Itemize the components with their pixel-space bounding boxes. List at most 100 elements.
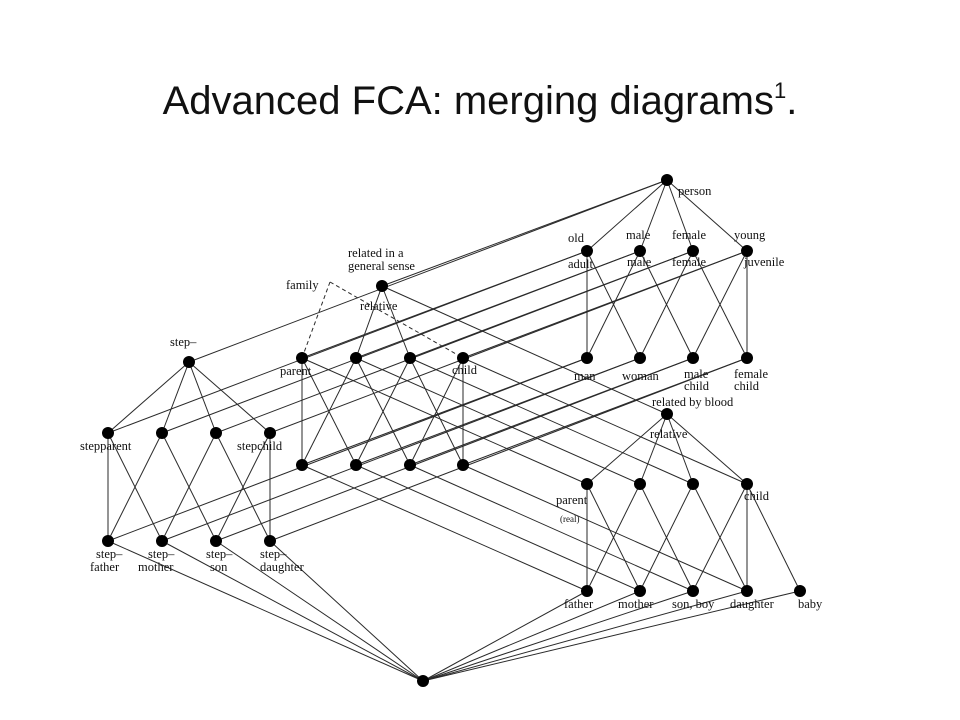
edge-p_female-p_woman <box>639 250 694 359</box>
node-rg_child <box>457 352 469 364</box>
label-male-top: male <box>626 228 651 242</box>
node-rb_daughter <box>741 585 753 597</box>
label-adult: adult <box>568 257 594 271</box>
label-baby: baby <box>798 597 823 611</box>
node-s_son <box>210 535 222 547</box>
edge-family-parent <box>301 281 331 359</box>
node-rg_parent <box>296 352 308 364</box>
edge-p_male-p_man <box>586 250 641 359</box>
edge-s_mother-bottom <box>161 540 424 682</box>
edge-top-p_male <box>639 179 668 252</box>
node-rb_2 <box>634 478 646 490</box>
edge-rb_son-bottom <box>422 590 694 682</box>
node-rg_l1 <box>296 459 308 471</box>
label-female-child-line1: female <box>734 367 768 381</box>
label-parent-real: parent <box>556 493 588 507</box>
lattice-labels: person old male female young adult male … <box>80 184 823 611</box>
label-male-child-line2: child <box>684 379 710 393</box>
edge-s_2-s_father <box>107 432 163 542</box>
label-juvenile: juvenile <box>743 255 785 269</box>
node-s_child <box>264 427 276 439</box>
label-man: man <box>574 369 596 383</box>
lattice-nodes <box>102 174 806 687</box>
edge-rg_2-rg_l1 <box>301 357 357 466</box>
slide-title-text: Advanced FCA: merging diagrams <box>162 79 774 123</box>
edge-rg_parent-rb_parent <box>301 357 588 485</box>
node-rg_l3 <box>404 459 416 471</box>
edge-p_malechild-rg_l3 <box>409 357 694 466</box>
label-male: male <box>627 255 652 269</box>
node-s_father <box>102 535 114 547</box>
label-child: child <box>452 363 478 377</box>
node-rb_son <box>687 585 699 597</box>
label-step-mother-line2: mother <box>138 560 174 574</box>
node-top <box>661 174 673 186</box>
title-footnote-marker: 1 <box>774 78 787 103</box>
slide-title: Advanced FCA: merging diagrams1. <box>0 78 960 124</box>
label-step-father-line1: step– <box>96 547 123 561</box>
node-p_man <box>581 352 593 364</box>
edge-p_man-rg_l1 <box>301 357 588 466</box>
node-rb_child <box>741 478 753 490</box>
label-female: female <box>672 255 706 269</box>
node-rg_3 <box>404 352 416 364</box>
node-p_old <box>581 245 593 257</box>
edge-step_top-s_2 <box>161 361 190 434</box>
label-step-father-line2: father <box>90 560 120 574</box>
label-related-by-blood: related by blood <box>652 395 734 409</box>
label-related-general-line1: related in a <box>348 246 404 260</box>
node-step_top <box>183 356 195 368</box>
edge-p_woman-rg_l2 <box>355 357 641 466</box>
node-p_female <box>687 245 699 257</box>
label-step-daughter-line1: step– <box>260 547 287 561</box>
label-parent: parent <box>280 364 312 378</box>
edge-rb_2-rb_father <box>586 483 641 592</box>
label-female-top: female <box>672 228 706 242</box>
edge-rg_l3-rb_son <box>409 464 694 592</box>
edge-rb_top-rb_2 <box>639 413 668 485</box>
edge-s_daughter-bottom <box>269 540 424 682</box>
edge-rg_2-rb_2 <box>355 357 641 485</box>
node-p_woman <box>634 352 646 364</box>
node-rel_top <box>376 280 388 292</box>
node-s_parent <box>102 427 114 439</box>
edge-family-child <box>329 281 464 359</box>
edge-rel_top-rg_3 <box>381 285 411 359</box>
label-daughter: daughter <box>730 597 775 611</box>
edge-rel_top-rg_2 <box>355 285 383 359</box>
node-rb_father <box>581 585 593 597</box>
edge-rg_l4-rb_daughter <box>462 464 748 592</box>
label-step-son-line2: son <box>210 560 228 574</box>
node-rb_mother <box>634 585 646 597</box>
node-p_young <box>741 245 753 257</box>
edge-rb_child-rb_son <box>692 483 748 592</box>
label-woman: woman <box>622 369 660 383</box>
edge-p_male-rg_2 <box>355 250 641 359</box>
label-young: young <box>734 228 766 242</box>
edge-p_old-rg_parent <box>301 250 588 359</box>
node-s_2 <box>156 427 168 439</box>
edge-p_young-p_malechild <box>692 250 748 359</box>
node-rb_parent <box>581 478 593 490</box>
label-son-boy: son, boy <box>672 597 715 611</box>
node-rg_l2 <box>350 459 362 471</box>
edge-rg_l1-rb_father <box>301 464 588 592</box>
edge-rel_top-rb_top <box>381 285 668 415</box>
label-person: person <box>678 184 712 198</box>
label-related-general-line2: general sense <box>348 259 415 273</box>
label-male-child-line1: male <box>684 367 709 381</box>
label-father: father <box>564 597 594 611</box>
edge-p_femalechild-rg_l4 <box>462 357 748 466</box>
node-p_femalechild <box>741 352 753 364</box>
label-female-child-line2: child <box>734 379 760 393</box>
edge-rb_baby-bottom <box>422 590 801 682</box>
edge-rg_l2-rb_mother <box>355 464 641 592</box>
lattice-edges <box>107 179 801 682</box>
label-step-daughter-line2: daughter <box>260 560 305 574</box>
node-rb_3 <box>687 478 699 490</box>
label-stepparent: stepparent <box>80 439 132 453</box>
node-rg_2 <box>350 352 362 364</box>
edge-step_top-s_child <box>188 361 271 434</box>
edge-s_3-s_mother <box>161 432 217 542</box>
